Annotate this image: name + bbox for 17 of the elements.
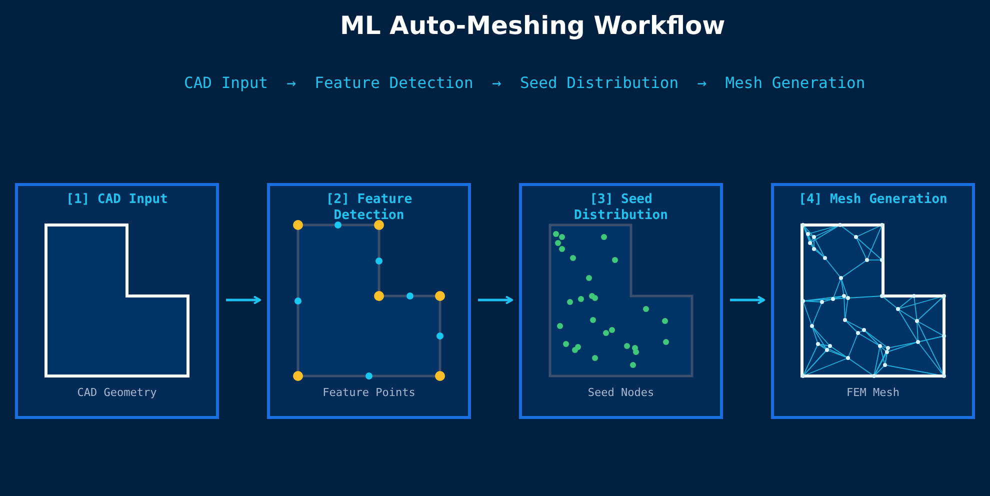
step-heading: [4] Mesh Generation: [798, 192, 948, 208]
step-heading: [1] CAD Input: [65, 192, 169, 208]
workflow-summary: CAD Input → Feature Detection → Seed Distribution → Mesh Generation: [184, 73, 866, 94]
step-panel: [267, 183, 471, 419]
step-heading: [2] Feature Detection: [324, 192, 414, 224]
arrow: [730, 296, 765, 304]
step-panel: [771, 183, 975, 419]
arrow: [478, 296, 513, 304]
step-panel: [519, 183, 723, 419]
step-heading: [3] Seed Distribution: [573, 192, 669, 224]
step-caption: CAD Geometry: [76, 385, 158, 401]
step-caption: FEM Mesh: [846, 385, 900, 401]
diagram-title: ML Auto-Meshing Workflow: [340, 10, 726, 42]
arrow: [226, 296, 261, 304]
step-caption: Seed Nodes: [586, 385, 656, 401]
step-caption: Feature Points: [322, 385, 416, 401]
step-panel: [15, 183, 219, 419]
